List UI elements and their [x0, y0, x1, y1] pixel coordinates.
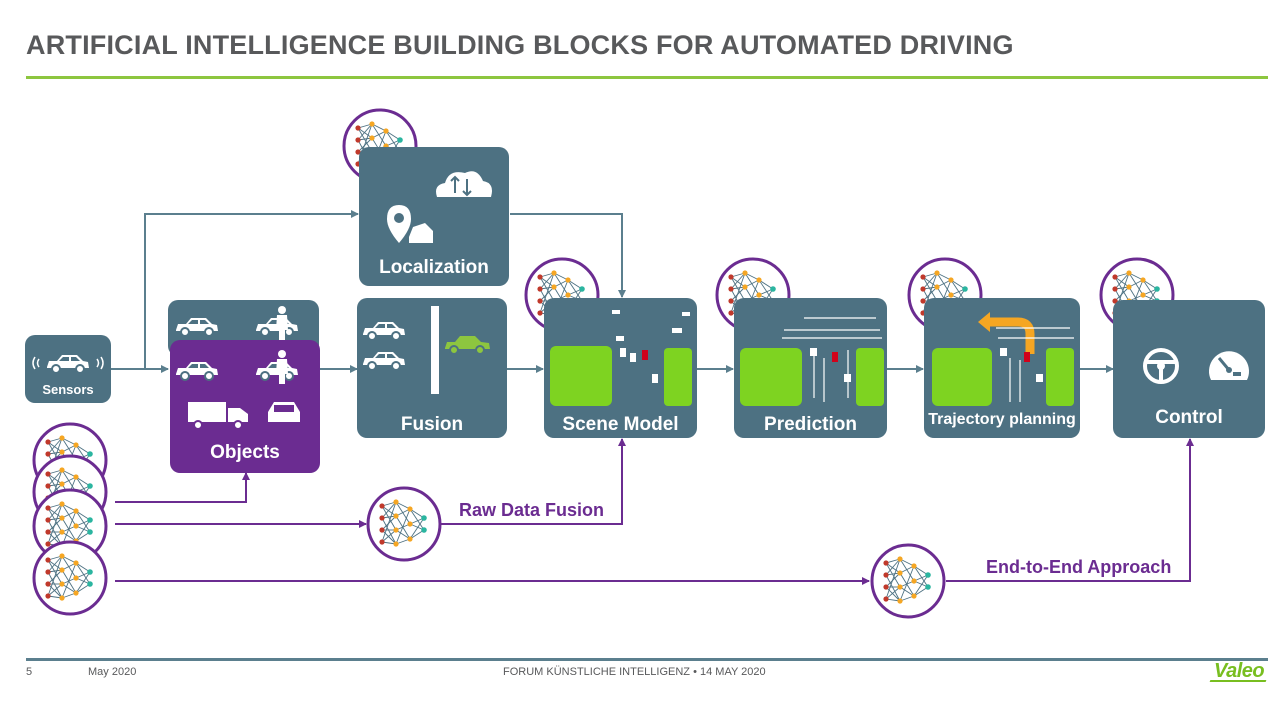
localization-label: Localization	[379, 257, 489, 278]
fused-car-icon	[445, 336, 490, 355]
prediction-visual	[740, 317, 884, 406]
prediction-label: Prediction	[764, 414, 857, 435]
footer-divider	[26, 658, 1268, 661]
trajectory-planning-label: Trajectory planning	[928, 411, 1076, 428]
localization-block: Localization	[359, 147, 509, 286]
fusion-block: Fusion	[357, 298, 507, 438]
truck-icon	[188, 402, 248, 430]
object-icons	[175, 350, 300, 430]
footer-date: May 2020	[88, 666, 137, 678]
end-to-end-approach-label: End-to-End Approach	[986, 557, 1172, 577]
raw-data-fusion-label: Raw Data Fusion	[459, 500, 605, 520]
trajectory-planning-block: Trajectory planning	[924, 298, 1080, 438]
scene-model-block: Scene Model	[544, 298, 697, 438]
map-pin-icon	[387, 205, 411, 243]
car-icon	[175, 361, 219, 381]
objects-block: Objects	[170, 340, 320, 473]
control-label: Control	[1155, 407, 1223, 428]
fusion-label: Fusion	[400, 414, 464, 435]
car-icon	[362, 321, 406, 341]
valeo-logo: Valeo	[1214, 660, 1265, 682]
fusion-icons	[362, 306, 490, 394]
page-number: 5	[26, 666, 33, 678]
speedometer-icon	[1209, 351, 1249, 380]
prediction-block: Prediction	[734, 298, 887, 438]
car-icon	[362, 351, 406, 371]
localization-icons	[387, 171, 492, 243]
scene-visual	[550, 310, 692, 406]
cloud-sync-icon	[436, 171, 492, 197]
sensors-label: Sensors	[42, 382, 94, 397]
objects-label: Objects	[210, 442, 280, 463]
car-sensor-icon	[32, 354, 104, 374]
neural-network-icon	[366, 486, 442, 562]
fusion-divider	[431, 306, 439, 394]
footer-event: FORUM KÜNSTLICHE INTELLIGENZ • 14 MAY 20…	[503, 666, 766, 678]
page-title: ARTIFICIAL INTELLIGENCE BUILDING BLOCKS …	[26, 30, 1014, 60]
steering-wheel-icon	[1143, 348, 1179, 384]
car-front-icon	[268, 402, 300, 422]
control-icons	[1143, 348, 1249, 384]
trajectory-visual	[932, 312, 1074, 406]
scene-model-label: Scene Model	[562, 414, 679, 435]
title-divider	[26, 76, 1268, 79]
neural-network-icon	[32, 540, 108, 616]
control-block: Control	[1113, 300, 1265, 438]
neural-network-icon	[870, 543, 946, 619]
sensors-block: Sensors	[25, 335, 111, 403]
